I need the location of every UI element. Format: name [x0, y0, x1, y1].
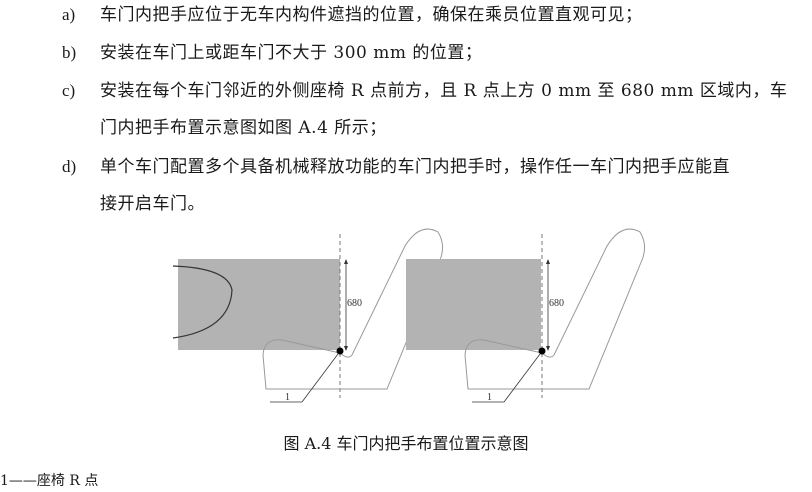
clause-d-label: d)	[62, 157, 77, 176]
leader-label-left: 1	[285, 392, 290, 403]
clause-a-text: 车门内把手应位于无车内构件遮挡的位置，确保在乘员位置直观可见；	[100, 5, 643, 25]
figure-legend: 1——座椅 R 点	[0, 473, 99, 489]
clause-b-label: b)	[62, 43, 77, 62]
leader-label-right: 1	[487, 392, 492, 403]
handle-zone-right	[406, 259, 541, 350]
left-panel: 680 1	[172, 228, 444, 403]
figure-caption: 图 A.4 车门内把手布置位置示意图	[283, 434, 529, 453]
dim-arrow-bottom-right	[546, 346, 550, 351]
dimension-label-right: 680	[549, 298, 564, 309]
clause-d-text-line2: 接开启车门。	[100, 194, 205, 214]
r-point-right	[538, 347, 546, 355]
r-point-left	[336, 347, 344, 355]
leader-line-right	[503, 353, 541, 403]
figure-a4: 680 1 680 1	[0, 218, 812, 418]
right-panel: 680 1	[406, 228, 646, 403]
clause-c-text-line1: 安装在每个车门邻近的外侧座椅 R 点前方，且 R 点上方 0 mm 至 680 …	[100, 81, 788, 101]
clause-c-text-line2: 门内把手布置示意图如图 A.4 所示；	[100, 118, 387, 138]
clause-c-label: c)	[62, 81, 76, 100]
dimension-label-left: 680	[347, 298, 362, 309]
seat-outline-left	[262, 228, 444, 390]
handle-zone-left	[178, 259, 340, 350]
leader-line-left	[301, 353, 339, 403]
seat-outline-right	[464, 228, 646, 390]
door-handle-layout-diagram: 680 1 680 1	[172, 228, 646, 403]
dim-arrow-top-right	[546, 259, 550, 264]
clause-b-text: 安装在车门上或距车门不大于 300 mm 的位置；	[100, 43, 483, 63]
door-contour-left	[172, 265, 233, 339]
clause-d-text-line1: 单个车门配置多个具备机械释放功能的车门内把手时，操作任一车门内把手应能直	[100, 157, 730, 177]
clause-a-label: a)	[62, 5, 76, 24]
dim-arrow-bottom-left	[344, 346, 348, 351]
dim-arrow-top-left	[344, 259, 348, 264]
